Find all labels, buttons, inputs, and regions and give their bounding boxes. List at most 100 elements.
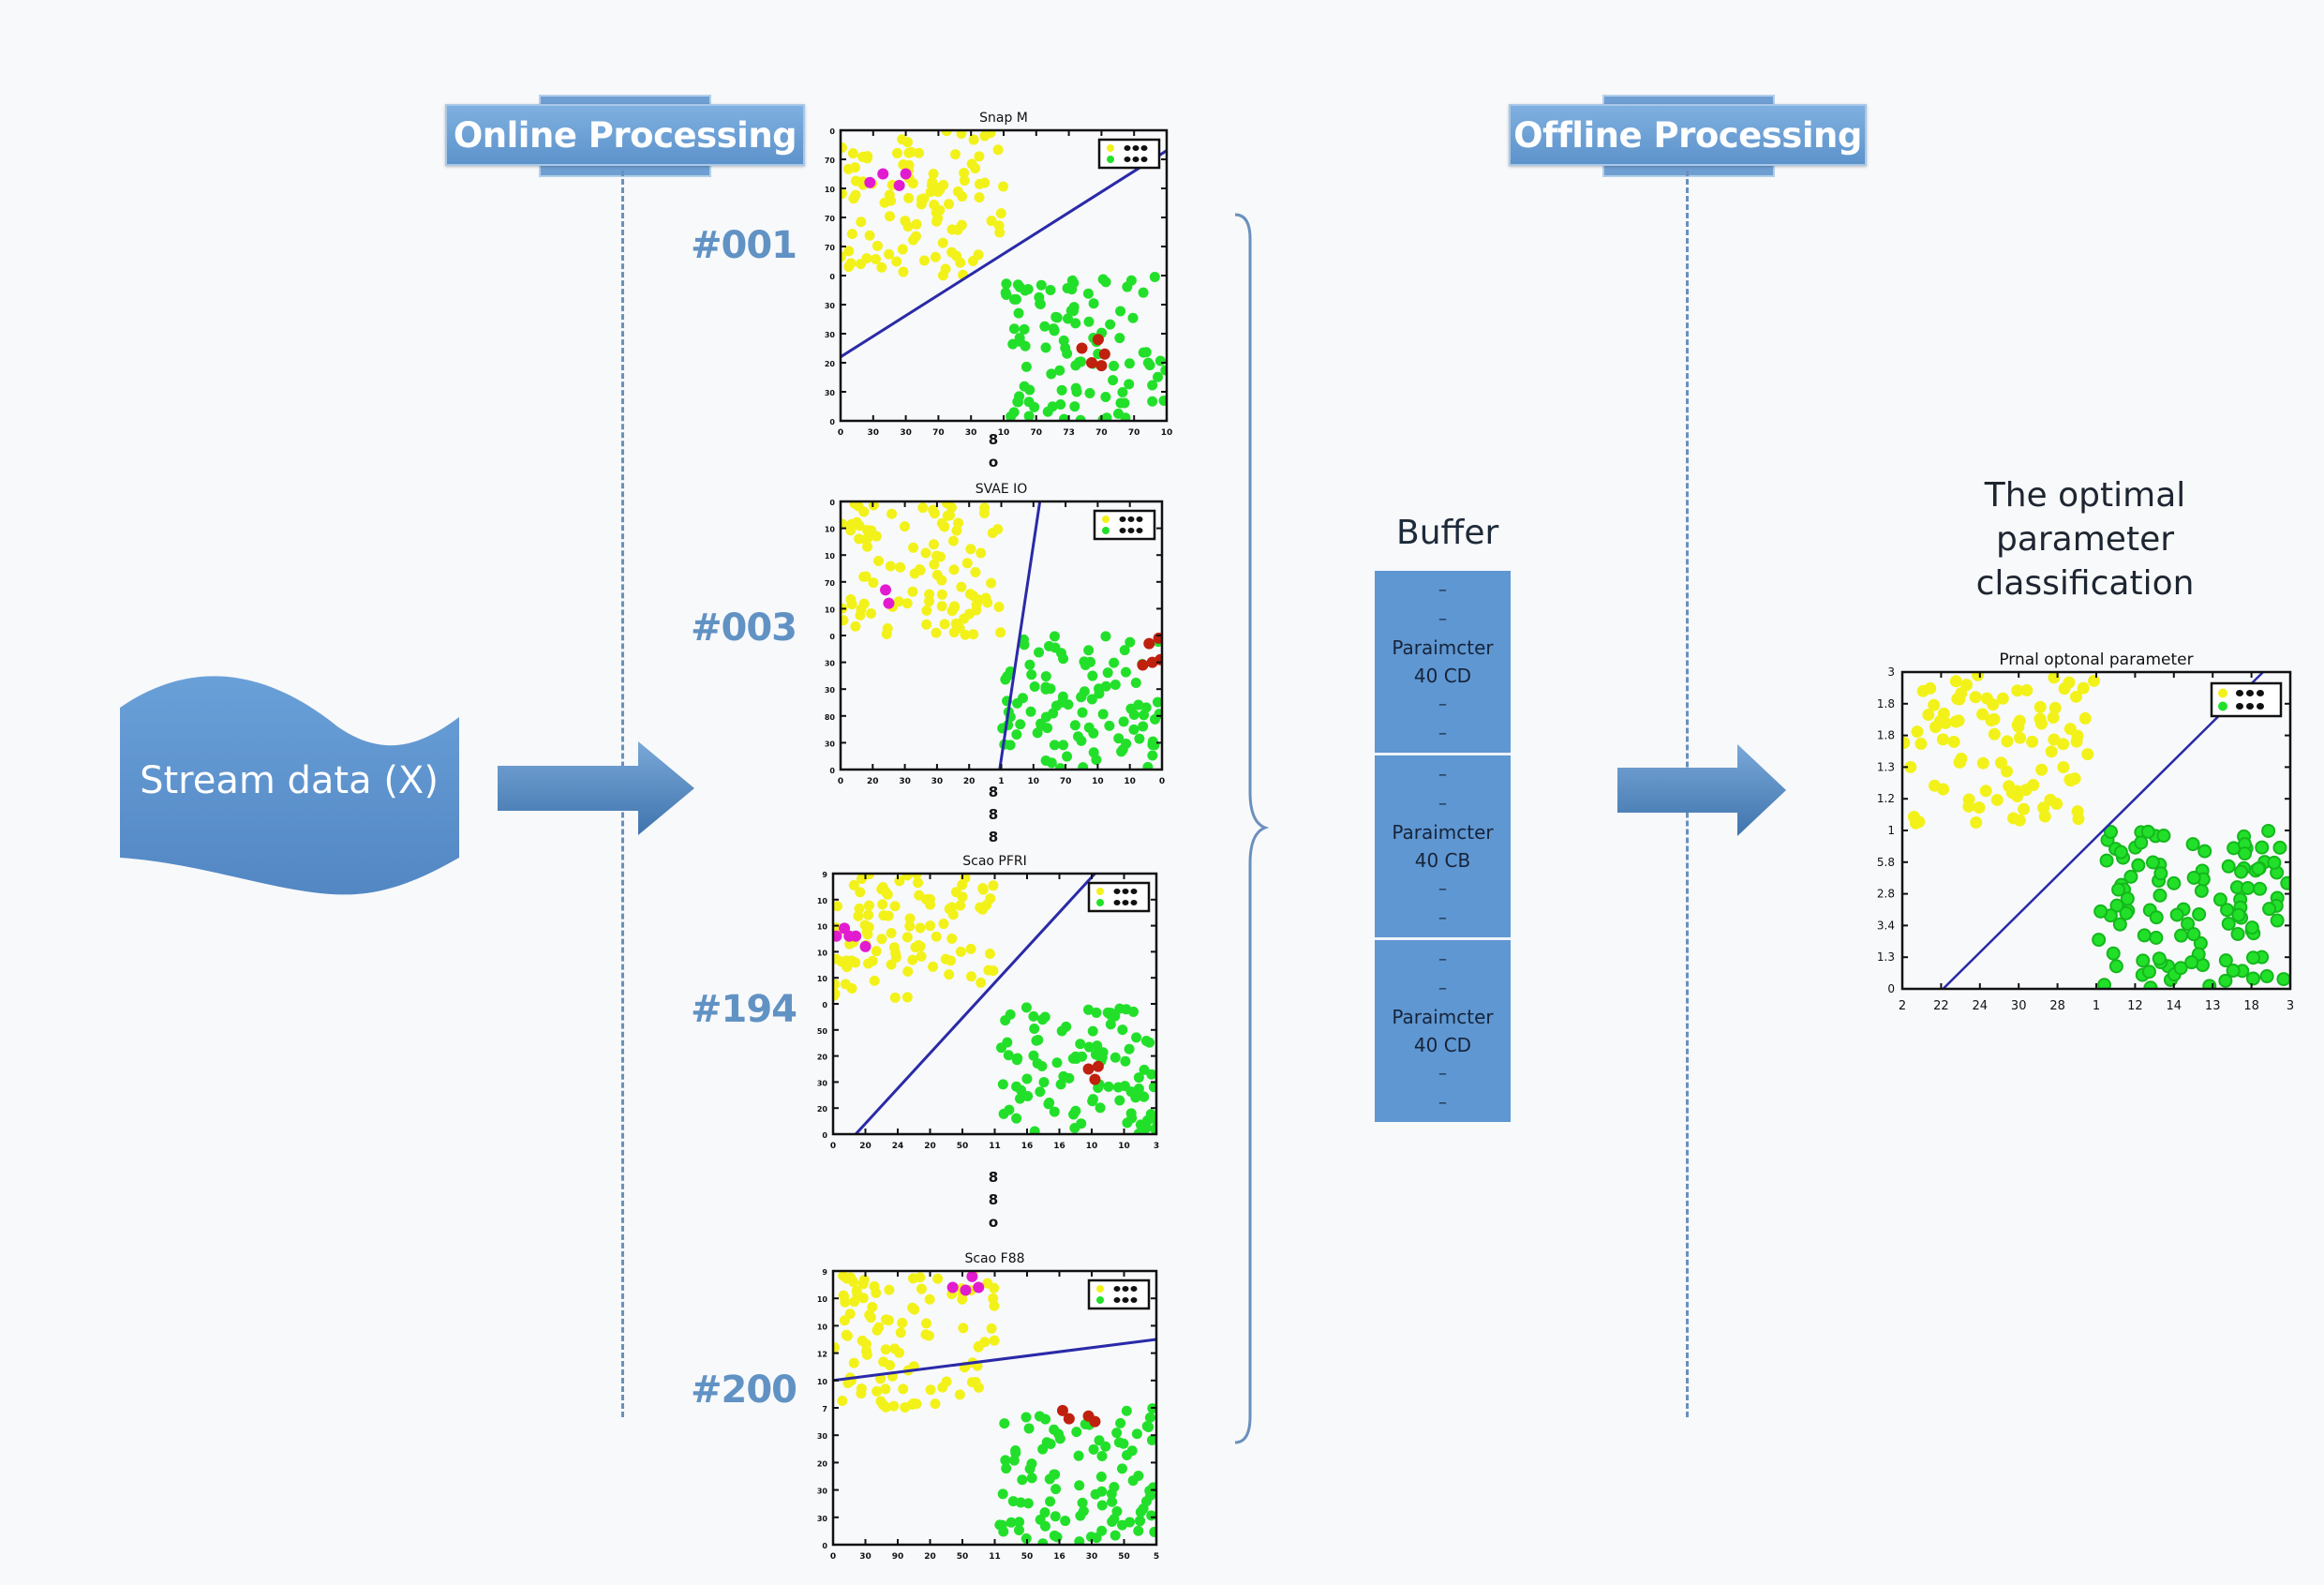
data-point-class-b [1160, 365, 1167, 376]
data-point-class-b [1028, 1050, 1039, 1061]
data-point-class-a [872, 240, 883, 251]
data-point-class-a [851, 516, 862, 528]
data-point-class-b [1001, 1463, 1012, 1474]
data-point-class-a [952, 186, 963, 197]
data-point-class-a [1939, 716, 1952, 729]
data-point-class-b [1138, 347, 1149, 358]
y-tick-label: 0 [829, 273, 835, 281]
legend-box [1087, 1278, 1151, 1310]
data-point-class-b [1100, 631, 1111, 642]
legend-label-glyph [2236, 690, 2243, 696]
data-point-class-b [1122, 1117, 1133, 1129]
data-point-class-b [997, 1079, 1008, 1090]
y-tick-label: 10 [825, 186, 836, 194]
y-tick-label: 20 [825, 360, 836, 368]
highlight-point-red [1082, 1063, 1095, 1075]
data-point-class-b [1050, 1484, 1062, 1495]
data-point-class-a [837, 1395, 848, 1406]
data-point-class-b [1074, 1480, 1085, 1491]
y-tick-label: 10 [817, 1295, 828, 1304]
data-point-class-a [904, 913, 916, 924]
data-point-class-b [1128, 709, 1140, 720]
data-point-class-a [2019, 784, 2033, 797]
data-point-class-b [1110, 1530, 1121, 1541]
y-tick-label: 20 [817, 1459, 828, 1468]
data-point-class-b [1133, 1128, 1144, 1134]
highlight-point-magenta [900, 168, 912, 180]
data-point-class-a [946, 933, 958, 944]
legend-box [2210, 681, 2283, 718]
data-point-class-a [850, 621, 861, 632]
data-point-class-a [965, 544, 976, 555]
x-tick-label: 50 [957, 1142, 969, 1151]
data-point-class-a [2011, 684, 2024, 697]
data-point-class-a [911, 874, 922, 879]
data-point-class-b [1128, 724, 1140, 735]
data-point-class-b [1021, 1073, 1033, 1084]
data-point-class-b [2119, 905, 2134, 920]
data-point-class-a [876, 934, 887, 945]
data-point-class-b [1144, 1412, 1155, 1423]
y-tick-label: 2.8 [1877, 888, 1895, 901]
data-point-class-a [872, 1385, 883, 1397]
data-point-class-a [916, 950, 927, 962]
data-point-class-b [1100, 277, 1111, 288]
data-point-class-a [925, 920, 936, 932]
legend-marker-class-b [1096, 899, 1104, 906]
data-point-class-b [1029, 1126, 1040, 1134]
right-brace-icon [1234, 213, 1270, 1444]
data-point-class-a [927, 176, 938, 187]
data-point-class-a [863, 874, 874, 880]
data-point-class-a [901, 598, 913, 609]
data-point-class-b [1015, 1497, 1026, 1508]
stream-data-shape [120, 676, 459, 895]
data-point-class-b [1006, 411, 1017, 421]
data-point-class-b [1075, 1510, 1086, 1521]
buffer-segment: –– Paraimcter 40 CB –– [1375, 755, 1511, 940]
data-point-class-a [889, 1343, 901, 1354]
data-point-class-b [1008, 293, 1020, 305]
data-point-class-b [1014, 281, 1025, 292]
data-point-class-b [2244, 920, 2259, 935]
data-point-class-a [862, 929, 873, 940]
data-point-class-b [2202, 979, 2217, 989]
data-point-class-a [1904, 760, 1917, 773]
x-tick-label: 20 [963, 777, 976, 786]
data-point-class-a [841, 518, 848, 530]
data-point-class-b [1104, 720, 1115, 731]
data-point-class-a [2038, 810, 2051, 823]
data-point-class-b [1119, 397, 1130, 409]
data-point-class-a [902, 965, 914, 977]
data-point-class-a [968, 629, 979, 640]
data-point-class-a [886, 508, 898, 519]
data-point-class-b [2113, 845, 2128, 860]
data-point-class-a [1996, 692, 2009, 705]
highlight-point-magenta [946, 1281, 959, 1293]
data-point-class-b [2112, 917, 2127, 932]
highlight-point-red [1076, 342, 1088, 354]
data-point-class-b [1049, 1106, 1060, 1117]
data-point-class-a [955, 946, 966, 957]
x-tick-label: 10 [1086, 1142, 1098, 1151]
legend-label-glyph [1122, 900, 1129, 905]
data-point-class-a [941, 130, 952, 137]
data-point-class-a [994, 227, 1006, 238]
highlight-point-red [1089, 1073, 1101, 1085]
data-point-class-b [1058, 1070, 1069, 1082]
decision-boundary [841, 149, 1167, 359]
data-point-class-a [998, 181, 1009, 192]
data-point-class-a [908, 542, 919, 553]
highlight-point-magenta [973, 1281, 985, 1293]
y-tick-label: 20 [817, 1054, 828, 1062]
data-point-class-a [2078, 711, 2092, 725]
legend-label-glyph [1130, 1286, 1138, 1292]
data-point-class-a [886, 928, 897, 939]
legend-label-glyph [1136, 516, 1143, 522]
data-point-class-a [957, 891, 968, 903]
data-point-class-b [1111, 1428, 1123, 1439]
data-point-class-a [1914, 738, 1928, 751]
data-point-class-b [1015, 719, 1026, 730]
data-point-class-b [1029, 1024, 1040, 1035]
data-point-class-b [1083, 645, 1095, 656]
